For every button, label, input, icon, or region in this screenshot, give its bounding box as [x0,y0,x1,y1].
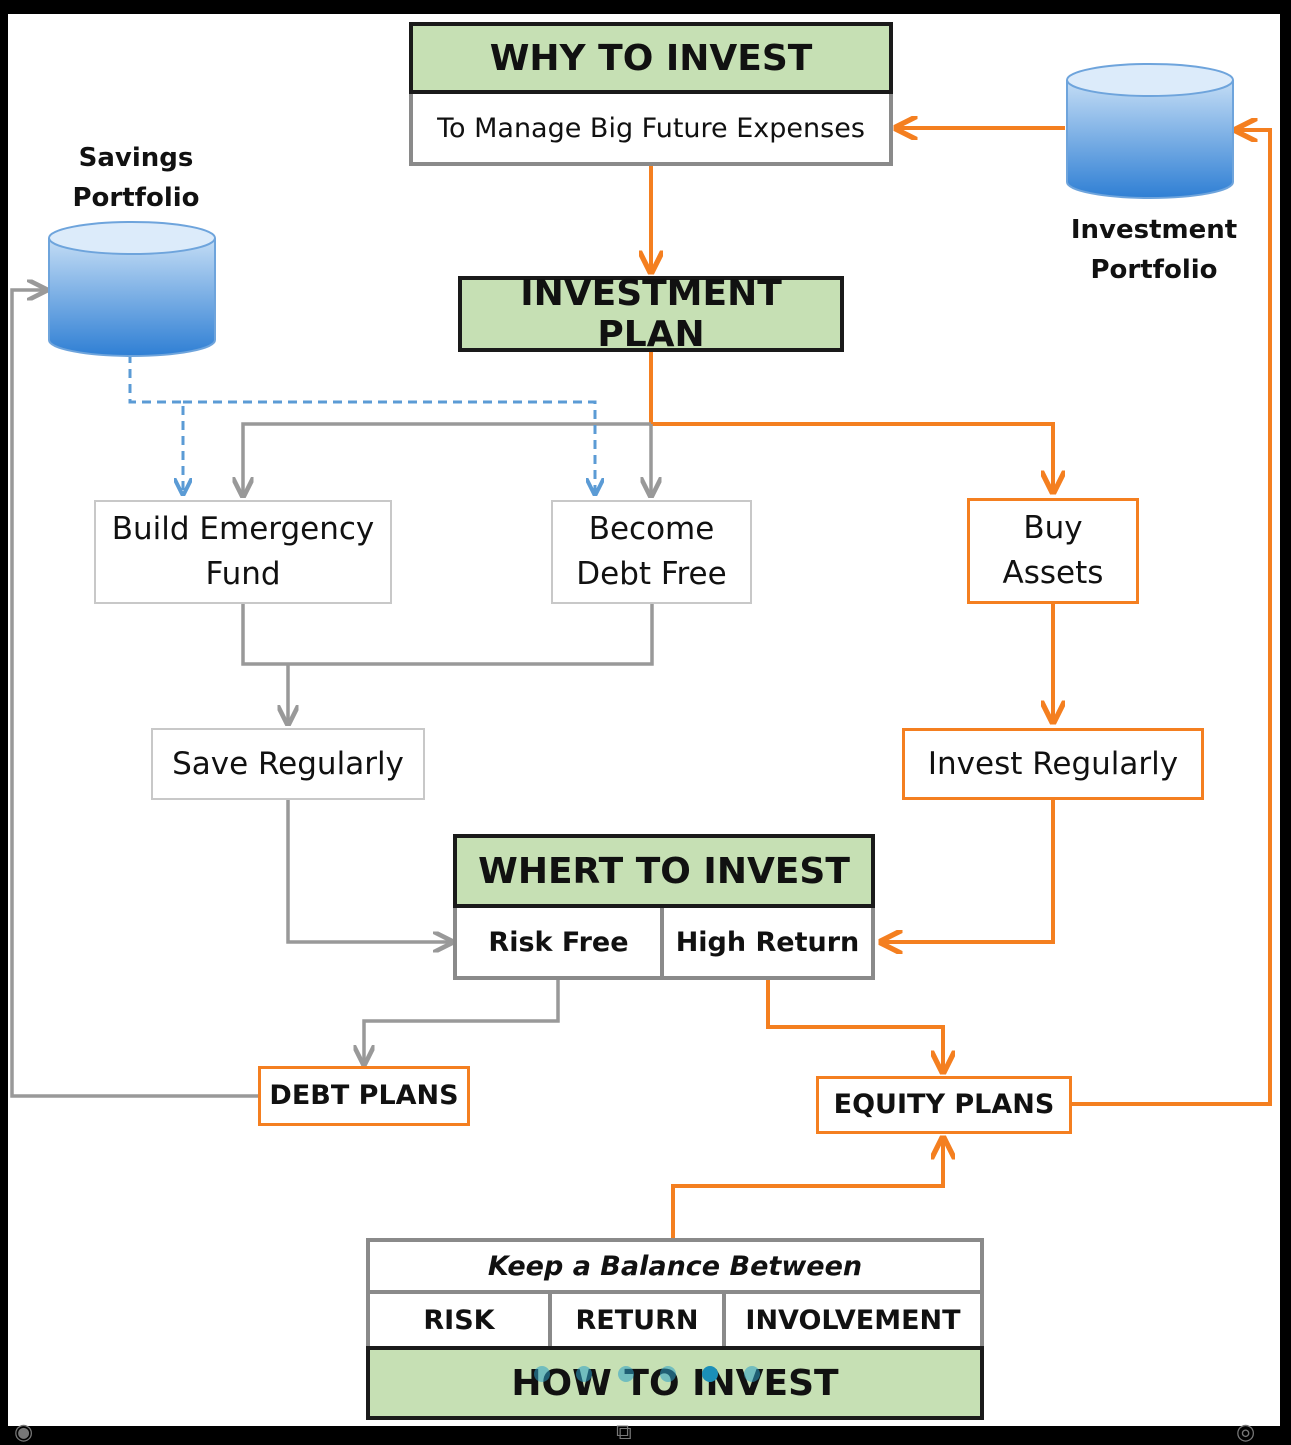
high-return-cell: High Return [660,908,875,980]
carousel-dot[interactable] [534,1366,550,1382]
become-debt-free-box: Become Debt Free [551,500,752,604]
debt-plans-box: DEBT PLANS [258,1066,470,1126]
savings-portfolio-label: Savings Portfolio [48,138,224,219]
emergency-fund-line1: Build Emergency [111,511,375,548]
why-to-invest-subtitle: To Manage Big Future Expenses [409,94,893,166]
settings-icon[interactable]: ◎ [1236,1420,1256,1445]
debt-free-line1: Become [588,511,715,548]
investment-portfolio-label-line2: Portfolio [1090,255,1218,286]
arrow-risk-free-to-debt-plans [364,980,560,1064]
carousel-dot[interactable] [660,1366,676,1382]
carousel-dot[interactable] [576,1366,592,1382]
investment-portfolio-database-icon [1066,63,1234,199]
investment-portfolio-label: Investment Portfolio [1054,210,1254,291]
arrow-save-regularly-to-risk-free [286,798,452,942]
carousel-page-indicator[interactable] [534,1366,760,1382]
factor-return: RETURN [548,1290,726,1350]
savings-portfolio-label-line1: Savings [78,143,194,173]
arrow-plan-to-emergency [243,422,651,496]
debt-free-line2: Debt Free [576,556,727,592]
carousel-dot[interactable] [744,1366,760,1382]
buy-assets-box: Buy Assets [967,498,1139,604]
balance-caption: Keep a Balance Between [366,1238,984,1294]
investment-plan-header: INVESTMENT PLAN [458,273,844,355]
savings-portfolio-label-line2: Portfolio [72,183,200,214]
save-regularly-box: Save Regularly [151,728,425,800]
arrow-invest-regularly-to-high-return [881,798,1055,942]
dashed-savings-to-emergency [128,354,183,494]
emergency-fund-line2: Fund [205,556,281,592]
diagram-canvas: WHY TO INVEST To Manage Big Future Expen… [8,14,1280,1426]
camera-icon[interactable]: ◉ [14,1420,34,1445]
why-to-invest-header: WHY TO INVEST [409,22,893,94]
buy-assets-line2: Assets [1002,555,1104,591]
investment-portfolio-label-line1: Investment [1070,215,1238,245]
arrow-how-to-equity [671,1138,943,1238]
carousel-dot-active[interactable] [702,1366,718,1382]
invest-regularly-box: Invest Regularly [902,728,1204,800]
buy-assets-line1: Buy [1023,510,1083,547]
factor-risk: RISK [366,1290,552,1350]
factor-involvement: INVOLVEMENT [722,1290,984,1350]
tab-switcher-icon[interactable]: ⧉ [616,1420,632,1445]
arrow-equity-to-investment-portfolio [1070,130,1272,1106]
dashed-savings-to-debt-free [183,400,595,494]
risk-free-cell: Risk Free [453,908,664,980]
savings-portfolio-database-icon [48,221,216,357]
arrow-debt-plans-to-savings-portfolio [10,290,258,1098]
arrow-plan-to-buy-assets [649,352,1053,492]
where-to-invest-header: WHERT TO INVEST [453,834,875,908]
connector-emergency-debtfree [241,604,654,666]
arrow-high-return-to-equity [766,980,943,1072]
build-emergency-fund-box: Build Emergency Fund [94,500,392,604]
equity-plans-box: EQUITY PLANS [816,1076,1072,1134]
connector-lines [10,14,1272,1238]
how-to-invest-header: HOW TO INVEST [366,1346,984,1420]
carousel-dot[interactable] [618,1366,634,1382]
